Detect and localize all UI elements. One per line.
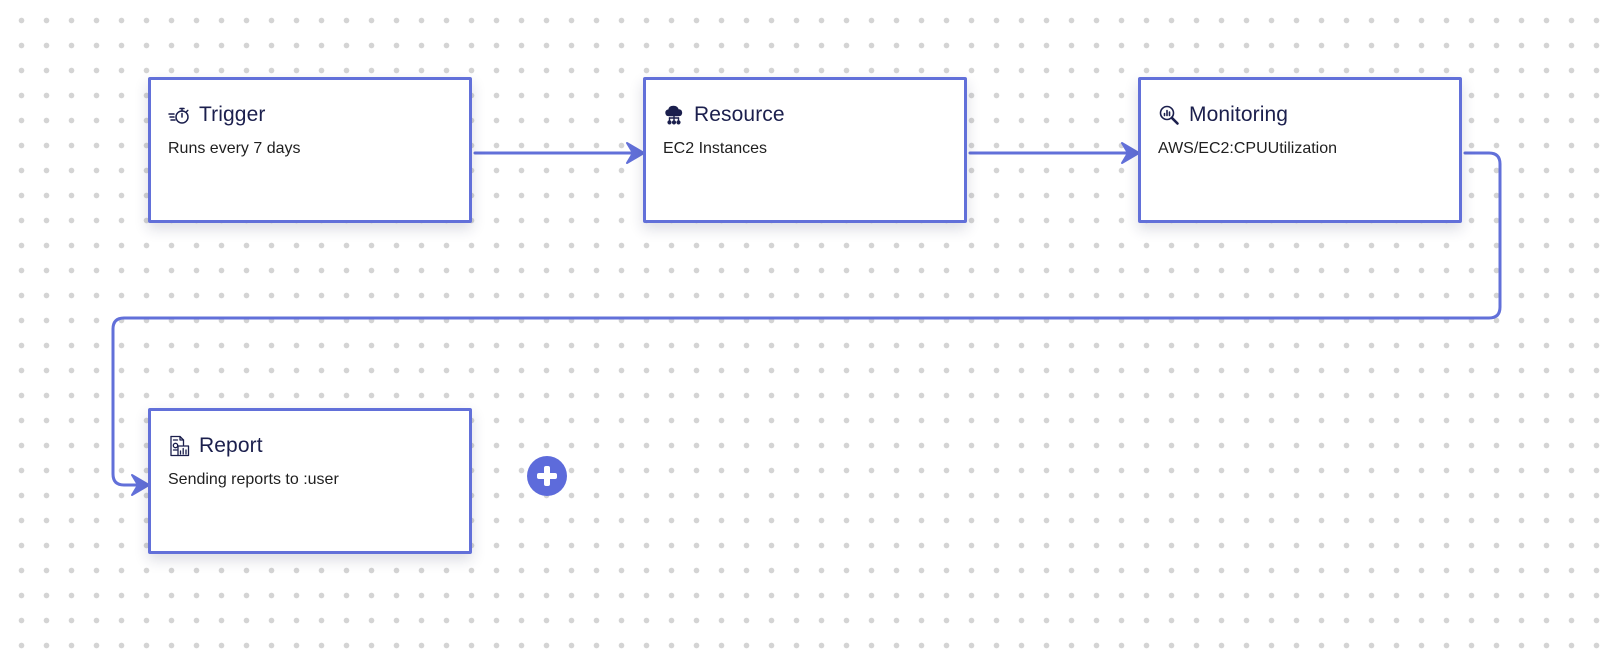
magnify-chart-icon — [1158, 104, 1180, 126]
step-card-resource[interactable]: Resource EC2 Instances — [643, 77, 967, 223]
step-card-header: Trigger — [168, 100, 451, 130]
step-card-header: Report — [168, 431, 451, 461]
arrowhead-resource — [626, 142, 645, 164]
report-chart-icon — [168, 435, 190, 457]
step-card-header: Monitoring — [1158, 100, 1441, 130]
cloud-network-icon — [663, 104, 685, 126]
step-description: Runs every 7 days — [168, 140, 301, 157]
arrowhead-report — [131, 474, 150, 496]
stopwatch-speed-icon — [168, 104, 190, 126]
add-step-button[interactable] — [527, 456, 567, 496]
step-card-trigger[interactable]: Trigger Runs every 7 days — [148, 77, 472, 223]
step-title: Monitoring — [1189, 103, 1289, 126]
step-description: EC2 Instances — [663, 140, 768, 157]
step-card-monitoring[interactable]: Monitoring AWS/EC2:CPUUtilization — [1138, 77, 1462, 223]
step-card-header: Resource — [663, 100, 946, 130]
step-description: Sending reports to :user — [168, 471, 339, 488]
arrowhead-monitoring — [1121, 142, 1140, 164]
step-description: AWS/EC2:CPUUtilization — [1158, 140, 1338, 157]
step-title: Trigger — [199, 103, 266, 126]
step-card-report[interactable]: Report Sending reports to :user — [148, 408, 472, 554]
step-title: Resource — [694, 103, 785, 126]
step-title: Report — [199, 434, 263, 457]
